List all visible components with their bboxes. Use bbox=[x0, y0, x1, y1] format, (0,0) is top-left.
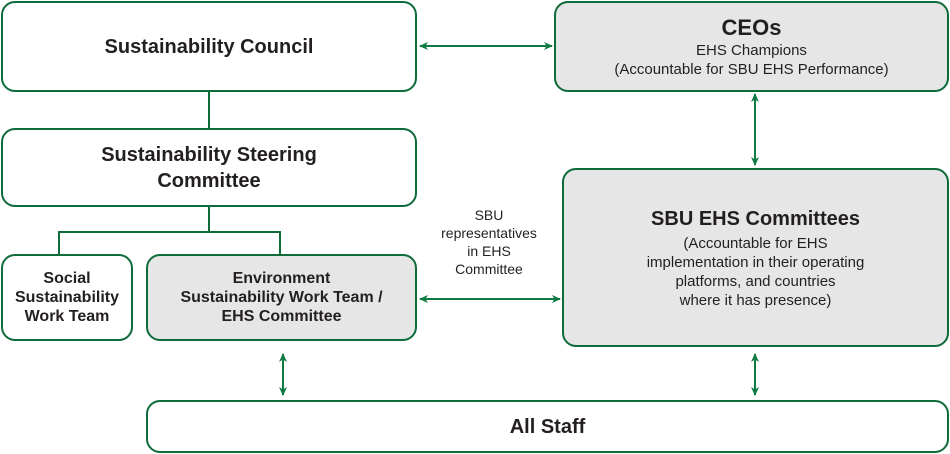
environment-work-team-box: Environment Sustainability Work Team / E… bbox=[146, 254, 417, 341]
sbu-line3: platforms, and countries bbox=[675, 272, 836, 290]
social-line1: Social bbox=[43, 270, 91, 287]
steering-title-line1: Sustainability Steering bbox=[101, 143, 317, 166]
steering-title-line2: Committee bbox=[157, 169, 261, 192]
all-staff-box: All Staff bbox=[146, 400, 949, 453]
label-line4: Committee bbox=[455, 261, 523, 277]
all-staff-title: All Staff bbox=[509, 415, 586, 438]
social-line3: Work Team bbox=[24, 308, 110, 325]
sbu-ehs-committees-box: SBU EHS Committees (Accountable for EHS … bbox=[562, 168, 949, 347]
sbu-line1: (Accountable for EHS bbox=[683, 234, 828, 252]
environment-line3: EHS Committee bbox=[221, 308, 342, 325]
council-title: Sustainability Council bbox=[104, 35, 314, 58]
sbu-title: SBU EHS Committees bbox=[651, 207, 860, 230]
label-line3: in EHS bbox=[467, 243, 511, 259]
steering-committee-box: Sustainability Steering Committee bbox=[1, 128, 417, 207]
sustainability-council-box: Sustainability Council bbox=[1, 1, 417, 92]
ceos-line1: EHS Champions bbox=[696, 41, 807, 59]
sbu-representatives-label: SBU representatives in EHS Committee bbox=[434, 206, 544, 278]
label-line1: SBU bbox=[474, 207, 504, 223]
ceos-box: CEOs EHS Champions (Accountable for SBU … bbox=[554, 1, 949, 92]
label-line2: representatives bbox=[441, 225, 537, 241]
environment-line1: Environment bbox=[232, 270, 331, 287]
ceos-title: CEOs bbox=[721, 14, 782, 40]
ceos-line2: (Accountable for SBU EHS Performance) bbox=[614, 60, 889, 78]
sbu-line4: where it has presence) bbox=[679, 291, 832, 309]
branch-line bbox=[58, 231, 281, 254]
sbu-line2: implementation in their operating bbox=[646, 253, 865, 271]
social-work-team-box: Social Sustainability Work Team bbox=[1, 254, 133, 341]
environment-line2: Sustainability Work Team / bbox=[180, 289, 383, 306]
social-line2: Sustainability bbox=[14, 289, 120, 306]
